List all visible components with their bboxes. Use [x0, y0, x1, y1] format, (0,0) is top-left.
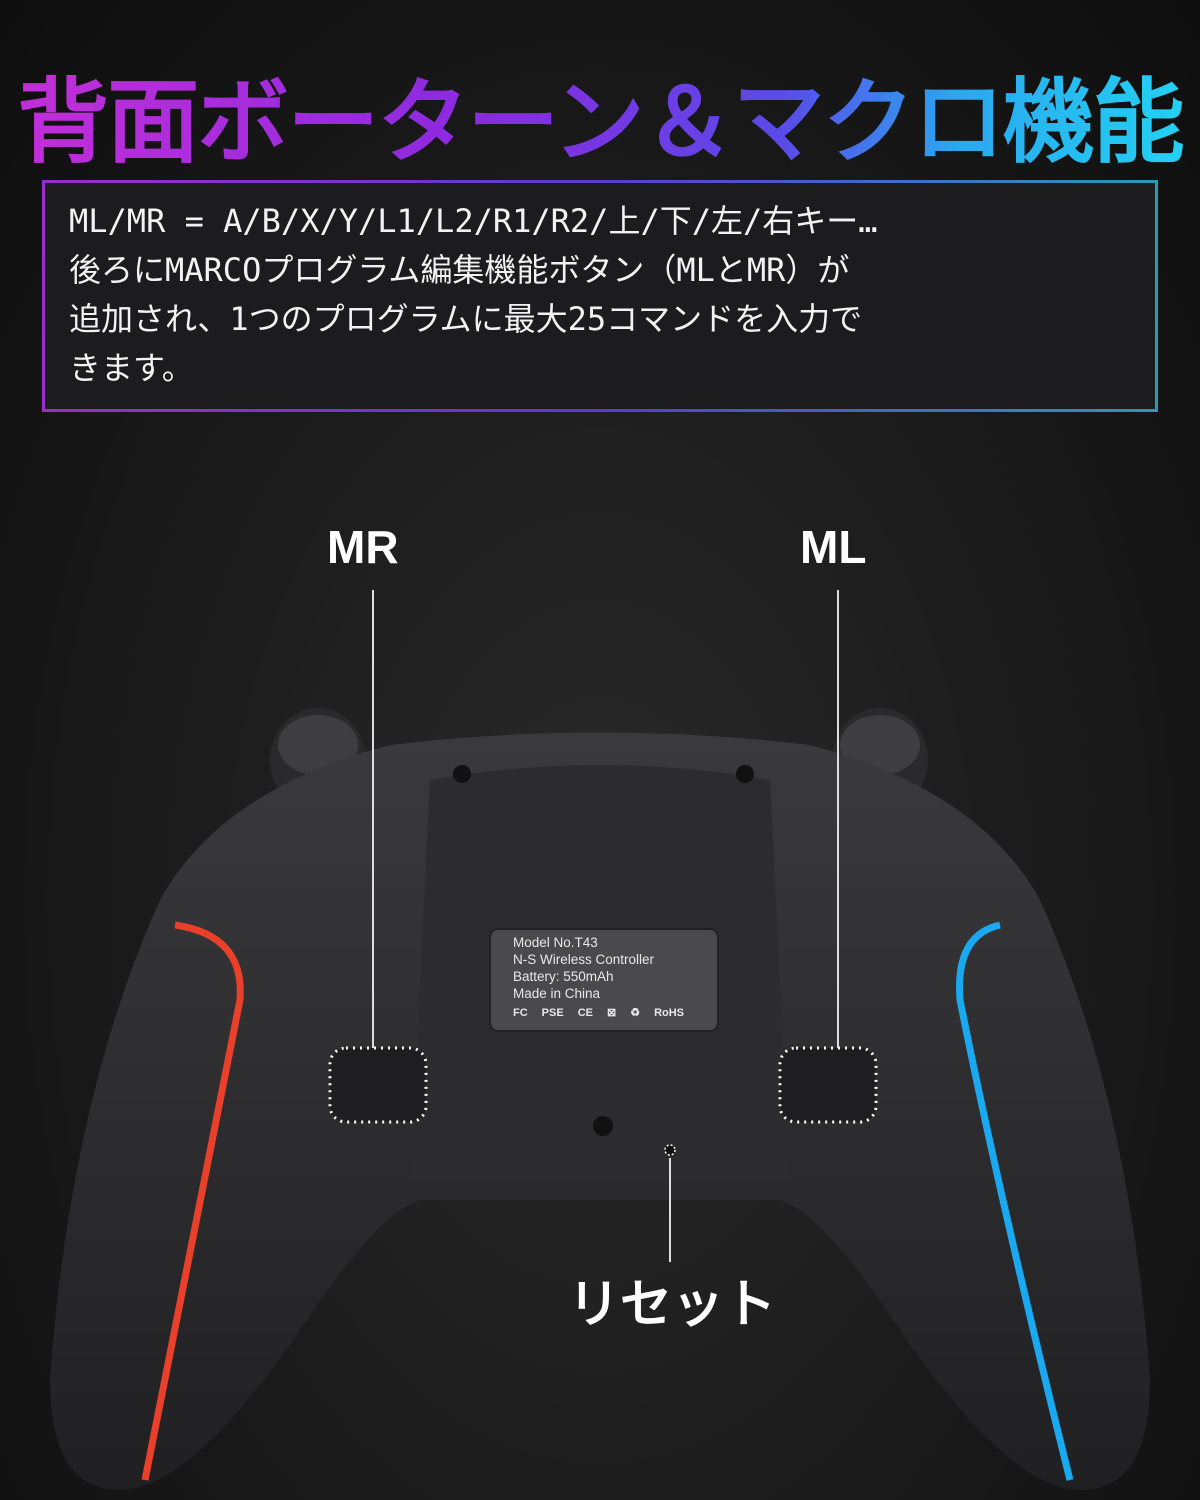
description-box: ML/MR = A/B/X/Y/L1/L2/R1/R2/上/下/左/右キー… 後… [42, 180, 1158, 412]
device-label-text: Model No.T43 N-S Wireless Controller Bat… [513, 934, 684, 1022]
reset-hole[interactable] [664, 1144, 676, 1156]
recycle-icon: ♻ [630, 1007, 641, 1019]
screw-icon [736, 765, 754, 783]
label-line: Model No.T43 [513, 935, 598, 950]
screw-icon [593, 1116, 613, 1136]
label-line: N-S Wireless Controller [513, 952, 655, 967]
pse-mark-icon: PSE [541, 1007, 564, 1019]
left-accent-stripe [141, 921, 244, 1481]
description-line: きます。 [69, 349, 194, 387]
page-title: 背面ボーターン＆マクロ機能 [0, 48, 1200, 181]
description-line: 後ろにMARCOプログラム編集機能ボタン（MLとMR）が [69, 251, 850, 289]
mr-back-button[interactable] [328, 1046, 428, 1124]
device-label-plate [489, 928, 719, 1032]
reset-callout: リセット [568, 1276, 777, 1334]
right-accent-stripe [956, 921, 1074, 1481]
description-line: ML/MR = A/B/X/Y/L1/L2/R1/R2/上/下/左/右キー… [69, 202, 878, 240]
mr-callout: MR [327, 521, 399, 573]
label-line: Battery: 550mAh [513, 969, 614, 984]
screw-icon [453, 765, 471, 783]
weee-bin-icon: ⊠ [606, 1007, 617, 1019]
rohs-mark-icon: RoHS [654, 1007, 685, 1019]
description-line: 追加され、1つのプログラムに最大25コマンドを入力で [69, 300, 863, 338]
ml-callout: ML [800, 521, 867, 573]
fc-mark-icon: FC [513, 1007, 528, 1019]
certification-marks: FC PSE CE ⊠ ♻ RoHS [513, 1005, 684, 1022]
label-line: Made in China [513, 986, 601, 1001]
ce-mark-icon: CE [577, 1007, 593, 1019]
ml-back-button[interactable] [778, 1046, 878, 1124]
